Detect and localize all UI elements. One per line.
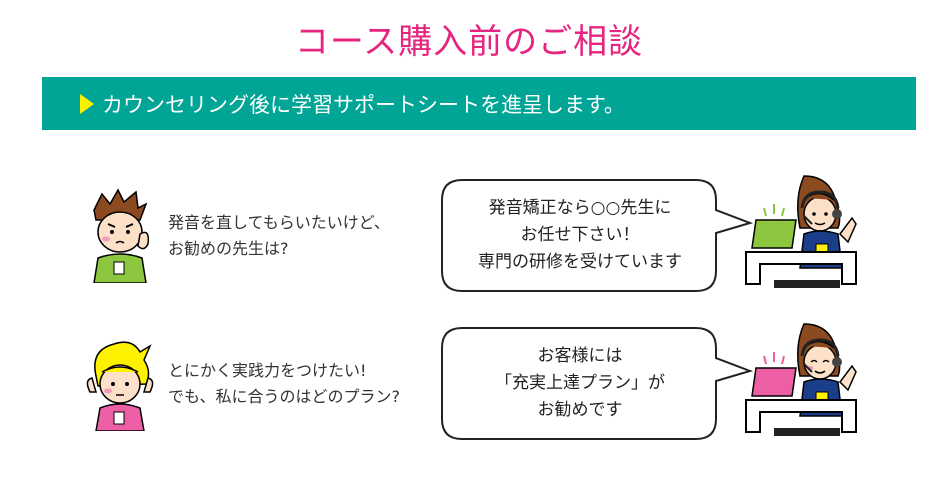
answer-line: 発音矯正なら○○先生に [488, 198, 672, 218]
page-title: コース購入前のご相談 [294, 22, 644, 62]
consultation-row-2: とにかく実践力をつけたい! でも、私に合うのはどのプラン? お客様には 「充実上… [0, 316, 938, 446]
triangle-marker-icon [80, 93, 94, 114]
thinking-woman-icon [86, 341, 154, 431]
customer-question: とにかく実践力をつけたい! でも、私に合うのはどのプラン? [168, 358, 400, 410]
answer-line: お客様には [537, 346, 623, 366]
answer-line: お任せ下さい！ [520, 225, 640, 245]
question-line: 発音を直してもらいたいけど、 [168, 213, 390, 232]
answer-line: 「充実上達プラン」が [495, 373, 665, 393]
banner-text: カウンセリング後に学習サポートシートを進呈します。 [102, 92, 625, 117]
question-line: とにかく実践力をつけたい! [168, 361, 367, 380]
speech-bubble: 発音矯正なら○○先生に お任せ下さい！ 専門の研修を受けています [440, 178, 770, 293]
question-line: でも、私に合うのはどのプラン? [168, 387, 401, 406]
worried-man-icon [93, 188, 150, 283]
support-agent-icon [745, 323, 857, 436]
customer-question: 発音を直してもらいたいけど、 お勧めの先生は? [168, 210, 390, 262]
question-line: お勧めの先生は? [168, 239, 289, 258]
answer-line: お勧めです [537, 400, 623, 420]
consultation-row-1: 発音を直してもらいたいけど、 お勧めの先生は? 発音矯正なら○○先生に お任せ下… [0, 168, 938, 298]
support-agent-icon [745, 175, 857, 288]
info-banner: カウンセリング後に学習サポートシートを進呈します。 [42, 77, 916, 130]
answer-line: 専門の研修を受けています [478, 252, 682, 272]
speech-bubble: お客様には 「充実上達プラン」が お勧めです [440, 326, 770, 441]
